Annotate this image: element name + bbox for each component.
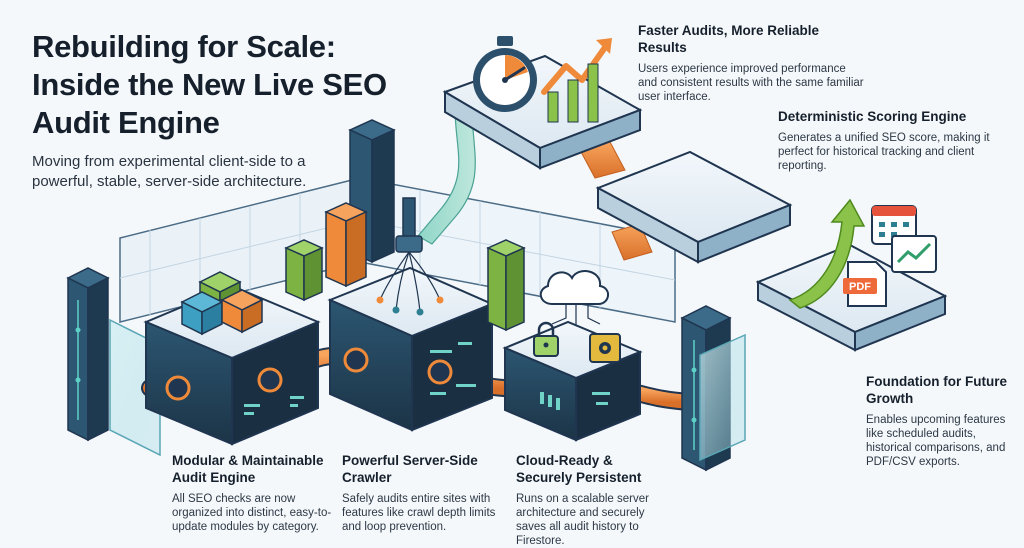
module-blocks bbox=[180, 202, 368, 336]
pdf-badge: PDF bbox=[849, 281, 871, 293]
feature-title: Powerful Server-Side Crawler bbox=[342, 453, 478, 485]
feature-title: Modular & Maintainable Audit Engine bbox=[172, 453, 324, 485]
feature-body: Runs on a scalable server architecture a… bbox=[516, 493, 649, 547]
glass-panel-right bbox=[699, 333, 746, 462]
feature-body: Generates a unified SEO score, making it… bbox=[778, 132, 990, 172]
feature-body: Safely audits entire sites with features… bbox=[342, 493, 496, 533]
data-blocks bbox=[486, 239, 526, 332]
cloud-icon bbox=[539, 270, 609, 326]
feature-foundation: Foundation for Future Growth Enables upc… bbox=[866, 373, 1016, 469]
pdf-icon: PDF bbox=[843, 261, 887, 307]
lock-icon bbox=[533, 321, 559, 357]
feature-title: Deterministic Scoring Engine bbox=[778, 109, 967, 124]
feature-title: Faster Audits, More Reliable Results bbox=[638, 23, 820, 55]
feature-title: Cloud-Ready & Securely Persistent bbox=[516, 453, 642, 485]
feature-crawler: Powerful Server-Side Crawler Safely audi… bbox=[342, 452, 502, 534]
crawler-probe-icon bbox=[376, 197, 444, 316]
page-title: Rebuilding for Scale: Inside the New Liv… bbox=[32, 29, 387, 140]
feature-faster-audits: Faster Audits, More Reliable Results Use… bbox=[638, 22, 868, 104]
platform-scoring bbox=[595, 150, 793, 264]
feature-title: Foundation for Future Growth bbox=[866, 374, 1007, 406]
feature-cloud: Cloud-Ready & Securely Persistent Runs o… bbox=[516, 452, 666, 548]
stopwatch-icon bbox=[473, 36, 537, 112]
feature-body: All SEO checks are now organized into di… bbox=[172, 493, 332, 533]
growth-arrow-icon bbox=[788, 198, 866, 309]
calendar-icon bbox=[871, 205, 917, 245]
platform-connectors bbox=[417, 107, 653, 261]
server-box-crawler bbox=[327, 266, 495, 432]
safe-icon bbox=[589, 333, 621, 363]
trend-arrow-icon bbox=[541, 38, 612, 123]
intro-text: Moving from experimental client-side to … bbox=[32, 153, 307, 190]
left-pillar bbox=[66, 267, 110, 442]
feature-modular: Modular & Maintainable Audit Engine All … bbox=[172, 452, 340, 534]
chart-icon bbox=[891, 235, 937, 273]
feature-body: Enables upcoming features like scheduled… bbox=[866, 414, 1006, 468]
feature-scoring: Deterministic Scoring Engine Generates a… bbox=[778, 108, 998, 173]
feature-body: Users experience improved performance an… bbox=[638, 63, 864, 103]
